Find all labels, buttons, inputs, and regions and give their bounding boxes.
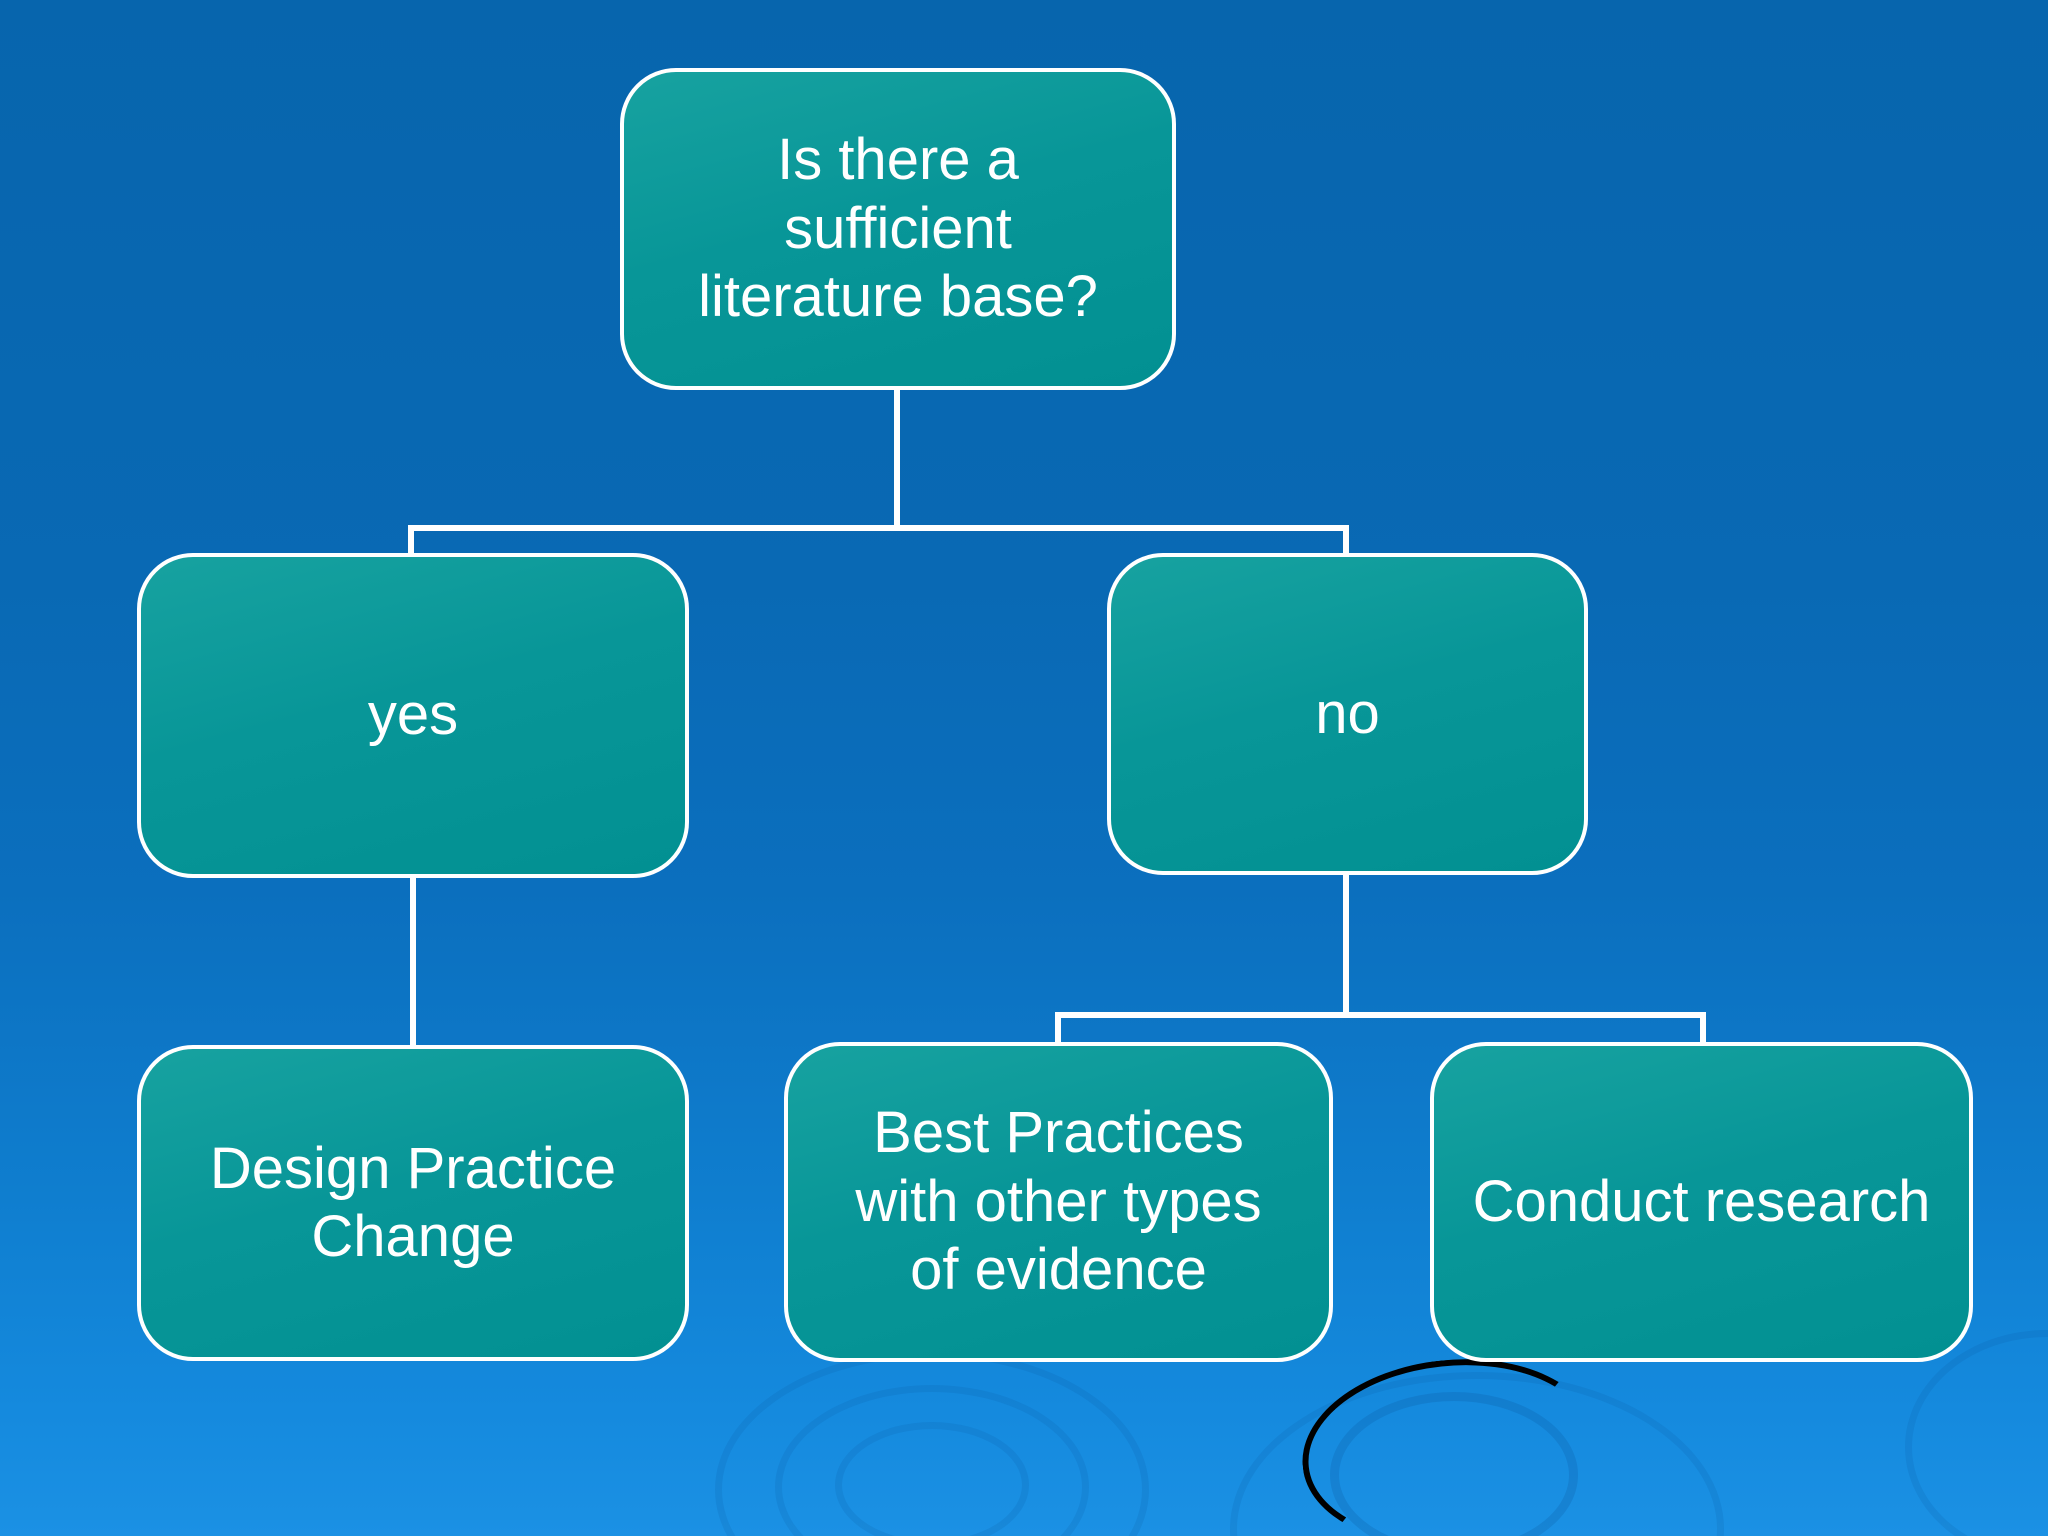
node-yes: yes	[137, 553, 689, 878]
connector-question-stem	[894, 388, 900, 528]
node-no-label: no	[1315, 680, 1380, 746]
water-ripple	[835, 1422, 1029, 1536]
node-question: Is there a sufficient literature base?	[620, 68, 1176, 390]
node-best-practices: Best Practices with other types of evide…	[784, 1042, 1333, 1362]
connector-drop-no	[1343, 525, 1349, 557]
node-conduct-research: Conduct research	[1430, 1042, 1973, 1362]
water-ripple	[775, 1385, 1089, 1536]
node-best-label: of evidence	[910, 1237, 1207, 1303]
node-yes-label: yes	[367, 682, 459, 748]
water-ripple-dark-arc	[1293, 1344, 1608, 1536]
connector-no-stem	[1343, 873, 1349, 1018]
node-research-label: Conduct research	[1472, 1168, 1931, 1234]
water-ripple	[1230, 1372, 1724, 1536]
node-question-label: sufficient	[784, 195, 1012, 261]
node-best-label: Best Practices	[873, 1100, 1244, 1166]
connector-drop-best	[1055, 1012, 1061, 1045]
connector-drop-yes	[408, 525, 414, 557]
water-ripple	[1330, 1392, 1578, 1536]
node-no: no	[1107, 553, 1588, 875]
node-question-label: Is there a	[777, 127, 1019, 193]
node-design-practice-change: Design Practice Change	[137, 1045, 689, 1361]
connector-branch-bar	[408, 525, 1349, 531]
node-question-label: literature base?	[698, 264, 1098, 330]
water-ripple	[715, 1350, 1149, 1536]
connector-drop-research	[1700, 1012, 1706, 1045]
node-design-label: Change	[311, 1204, 515, 1269]
node-design-label: Design Practice	[209, 1135, 617, 1201]
node-best-label: with other types	[855, 1168, 1262, 1234]
connector-no-branch-bar	[1055, 1012, 1706, 1018]
connector-yes-to-design	[410, 876, 416, 1048]
